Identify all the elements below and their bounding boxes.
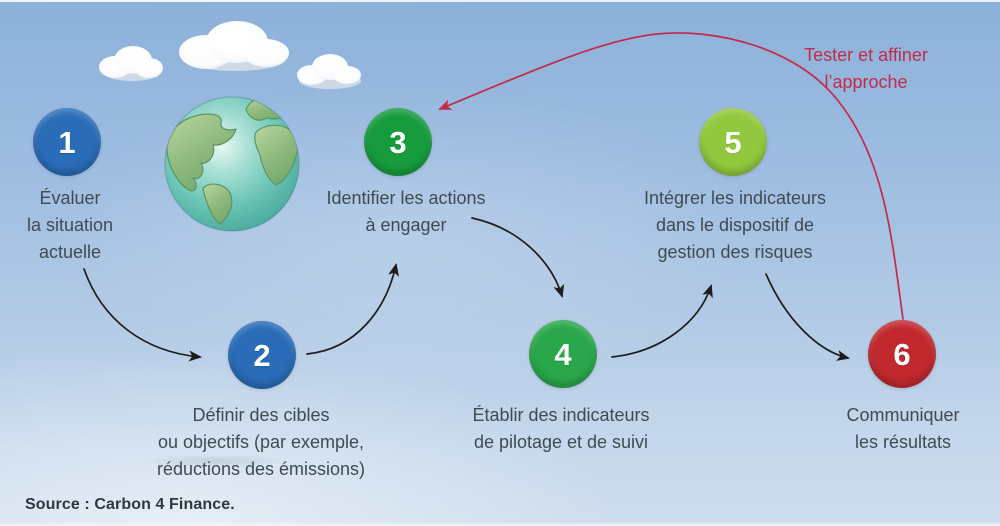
step-3-circle: 3 (364, 108, 432, 176)
step-2-label: Définir des cibles ou objectifs (par exe… (156, 405, 366, 479)
step-1-label: Évaluer la situation actuelle (26, 188, 114, 262)
step-1-number: 1 (58, 124, 76, 160)
step-4-number: 4 (554, 336, 572, 372)
arrow-step2-to-step3 (306, 263, 399, 355)
step-6-circle: 6 (868, 320, 936, 388)
source-credit: Source : Carbon 4 Finance. (25, 496, 235, 513)
step-6: 6 (868, 320, 936, 388)
arrow-step3-to-step4 (471, 217, 565, 298)
step-5-label: Intégrer les indicateurs dans le disposi… (643, 188, 827, 262)
step-5-number: 5 (724, 124, 742, 160)
step-6-label: Communiquer les résultats (846, 405, 960, 452)
arrow-step4-to-step5 (611, 284, 713, 358)
step-2-number: 2 (253, 337, 271, 373)
earth-globe-icon (164, 96, 300, 232)
cloud-icon (99, 46, 163, 81)
step-2-circle: 2 (228, 321, 296, 389)
feedback-arrow-step6-to-step3 (438, 32, 904, 320)
arrow-step1-to-step2 (83, 268, 202, 362)
step-2: 2 (228, 321, 296, 389)
step-1: 1 (33, 108, 101, 176)
step-3-label: Identifier les actions à engager (326, 188, 486, 235)
step-4-circle: 4 (529, 320, 597, 388)
cloud-icon (297, 54, 361, 89)
step-4: 4 (529, 320, 597, 388)
step-3: 3 (364, 108, 432, 176)
text-shadow-smudge (140, 454, 290, 468)
arrow-step5-to-step6 (765, 273, 850, 361)
step-5-circle: 5 (699, 108, 767, 176)
feedback-note: Tester et affiner l’approche (804, 45, 928, 92)
cloud-icon (179, 21, 289, 71)
step-6-number: 6 (893, 336, 911, 372)
step-1-circle: 1 (33, 108, 101, 176)
step-3-number: 3 (389, 124, 407, 160)
step-5: 5 (699, 108, 767, 176)
step-4-label: Établir des indicateurs de pilotage et d… (472, 405, 650, 452)
